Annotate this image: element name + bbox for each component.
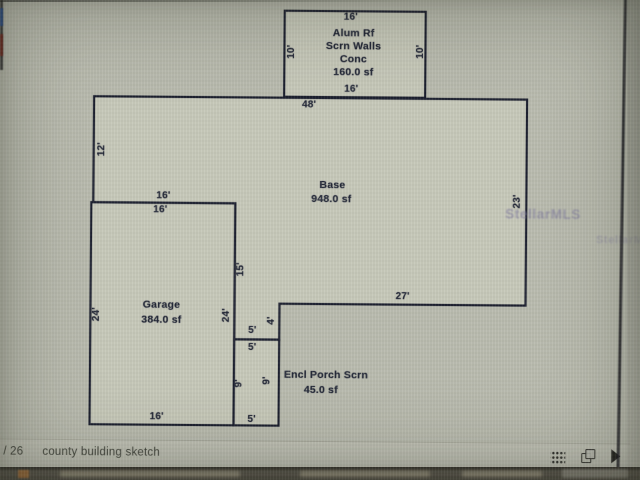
garage-outline xyxy=(88,201,237,427)
page-indicator: / 26 xyxy=(3,445,24,458)
room-label-alum-line1: Alum Rf xyxy=(332,27,375,40)
grid-view-icon[interactable] xyxy=(550,449,566,464)
dim-label-porch-top-outer: 5' xyxy=(248,324,257,337)
viewer-toolbar: / 26 county building sketch xyxy=(0,438,631,471)
dim-label-garage-top: 16' xyxy=(153,204,168,216)
dim-label-garage-right: 24' xyxy=(220,308,232,323)
sketch-title: county building sketch xyxy=(42,445,160,459)
photo-edge-red-sliver xyxy=(0,34,3,56)
dim-label-porch-right: 9' xyxy=(261,376,273,385)
room-label-garage: Garage xyxy=(142,298,181,311)
dim-label-porch-left: 9' xyxy=(233,379,245,388)
area-label-base: 948.0 sf xyxy=(311,192,352,206)
copy-icon-front-square xyxy=(585,449,596,460)
area-label-alum: 160.0 sf xyxy=(333,66,374,79)
dim-label-alum-top: 16' xyxy=(343,11,358,23)
dim-label-porch-top-inner: 5' xyxy=(247,341,257,354)
room-label-alum-line2: Scrn Walls xyxy=(325,40,382,53)
taskbar-strip xyxy=(0,467,640,480)
dim-label-alum-left: 10' xyxy=(285,44,298,59)
dim-label-alum-bottom: 16' xyxy=(344,83,359,95)
dim-label-alum-right: 10' xyxy=(414,44,427,59)
taskbar-blur-text xyxy=(60,471,240,477)
mls-watermark: StellarMLS xyxy=(505,206,582,223)
dim-label-base-inner-top: 16' xyxy=(156,190,171,202)
taskbar-chip xyxy=(18,470,29,478)
taskbar-blur-text xyxy=(300,471,430,477)
dim-label-base-left: 12' xyxy=(96,142,108,157)
taskbar-blur-text xyxy=(462,471,542,477)
window-edge-region xyxy=(627,0,640,480)
porch-outline xyxy=(232,338,281,427)
taskbar-panel xyxy=(562,469,628,478)
room-label-base: Base xyxy=(319,178,346,192)
photo-top-edge-shadow xyxy=(0,0,420,2)
dim-label-base-top: 48' xyxy=(301,99,317,111)
area-label-garage: 384.0 sf xyxy=(141,313,182,326)
dim-label-porch-bottom: 5' xyxy=(247,413,256,426)
room-label-alum-line3: Conc xyxy=(339,53,367,66)
room-label-porch: Encl Porch Scrn xyxy=(283,368,369,382)
photo-edge-blue-sliver xyxy=(0,8,3,26)
dim-label-base-bottom: 27' xyxy=(395,291,410,303)
area-label-porch: 45.0 sf xyxy=(303,383,338,397)
dim-label-base-inner-right: 15' xyxy=(235,262,247,277)
copy-icon[interactable] xyxy=(581,449,597,464)
dim-label-garage-bottom: 16' xyxy=(149,411,164,423)
dim-label-garage-left: 24' xyxy=(90,307,102,322)
dim-label-base-step: 4' xyxy=(265,316,277,325)
